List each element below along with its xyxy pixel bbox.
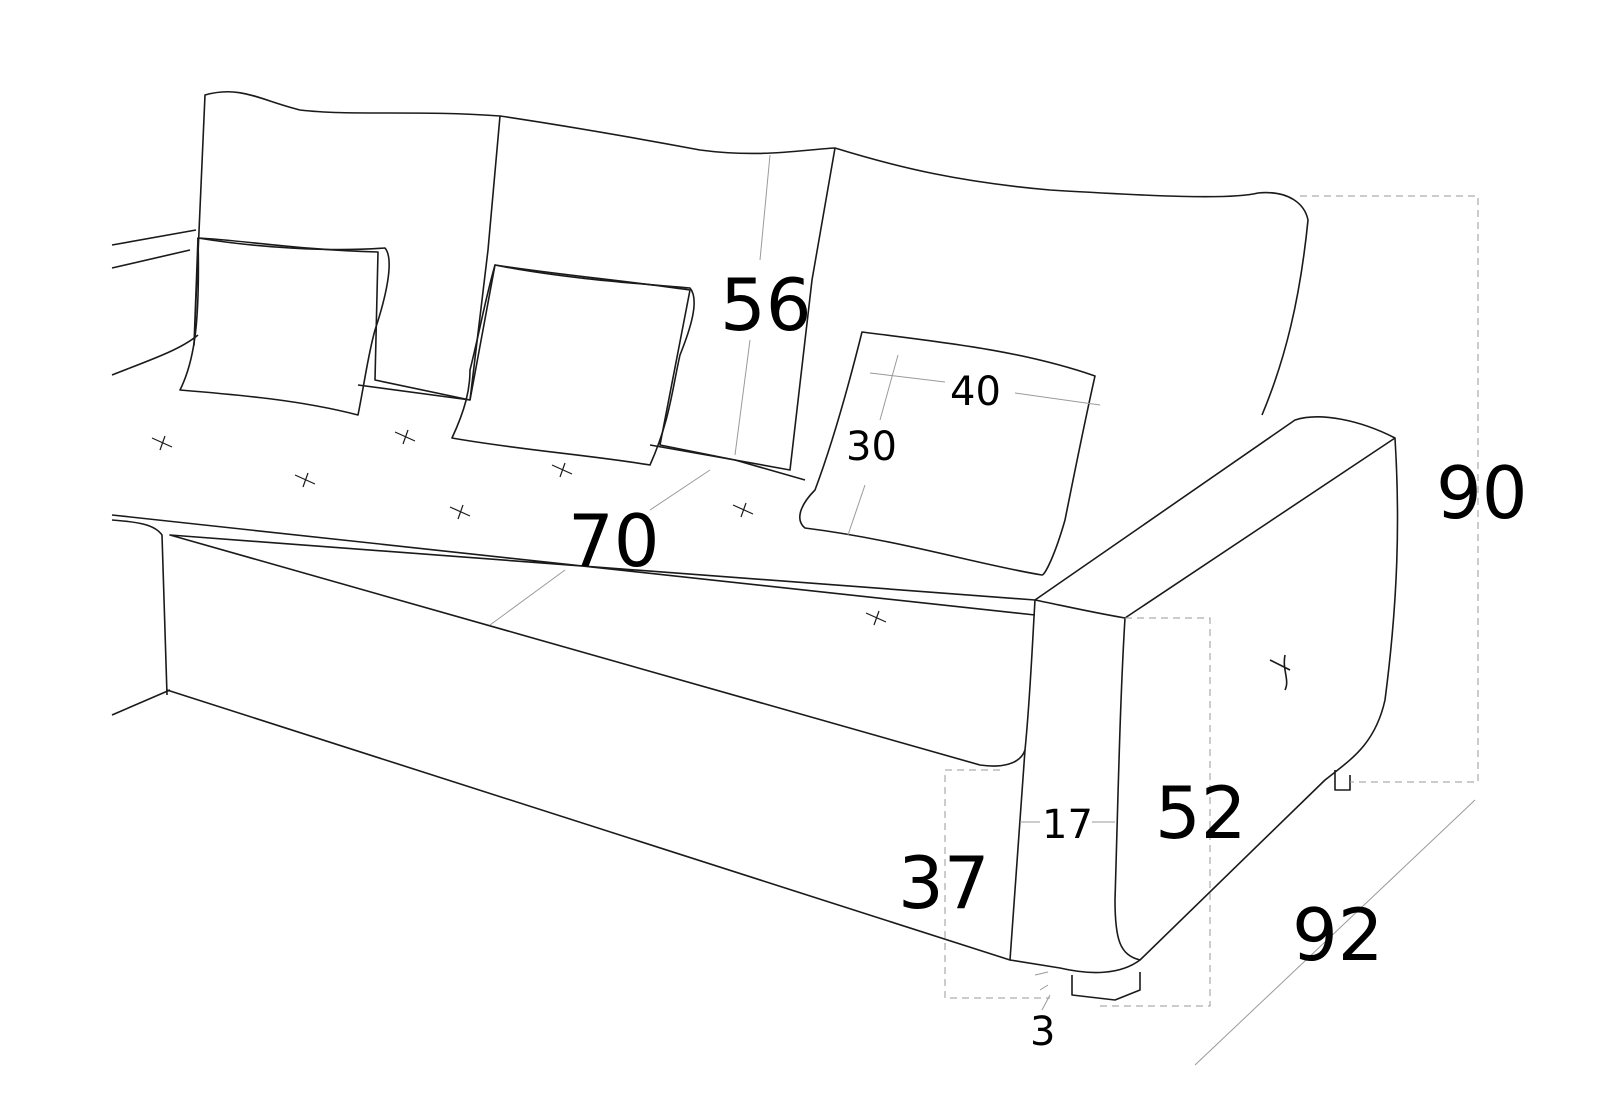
pillow-height-label: 30 [846,424,897,470]
total-height-guide [1300,195,1479,783]
pillow-width-guide [869,372,1101,406]
backrest-cushion-3 [834,147,1309,416]
pillow-height-guide [847,354,899,536]
backrest-cushion-1 [193,90,501,401]
seat-height-guide [944,769,1050,999]
leg-height-label: 3 [1030,1009,1055,1055]
sofa-front-base [166,689,1026,961]
backrest-center-line [734,154,771,456]
back-foot [1334,770,1351,791]
backrest-height-label: 56 [720,263,812,347]
dimension-guides [944,195,1479,1007]
total-depth-label: 92 [1292,893,1384,977]
pillow-3 [799,331,1096,576]
seat-depth-label: 70 [568,499,660,583]
sofa-outline [111,90,1399,1001]
left-arm-outline [111,229,199,716]
pillow-2 [451,264,695,466]
dimension-labels: 56 70 40 30 90 52 17 37 92 3 [568,263,1528,1055]
right-arm [1009,416,1399,974]
seat-height-label: 37 [898,841,990,925]
leg-height-guide [1034,971,1051,1011]
seat-depth-guide [489,469,711,626]
arm-button [1269,654,1291,691]
pillow-1 [179,237,390,416]
total-depth-guide [1194,799,1476,1066]
front-foot [1071,972,1141,1001]
pillow-width-label: 40 [950,369,1001,415]
tufting-marks [151,429,887,626]
seat-cushion [111,384,1036,767]
arm-height-guide [1095,617,1211,1007]
solid-guides [489,354,1476,1066]
total-height-label: 90 [1436,451,1528,535]
backrest-cushion-2 [469,115,836,471]
arm-width-label: 17 [1042,802,1093,848]
arm-height-label: 52 [1155,771,1247,855]
